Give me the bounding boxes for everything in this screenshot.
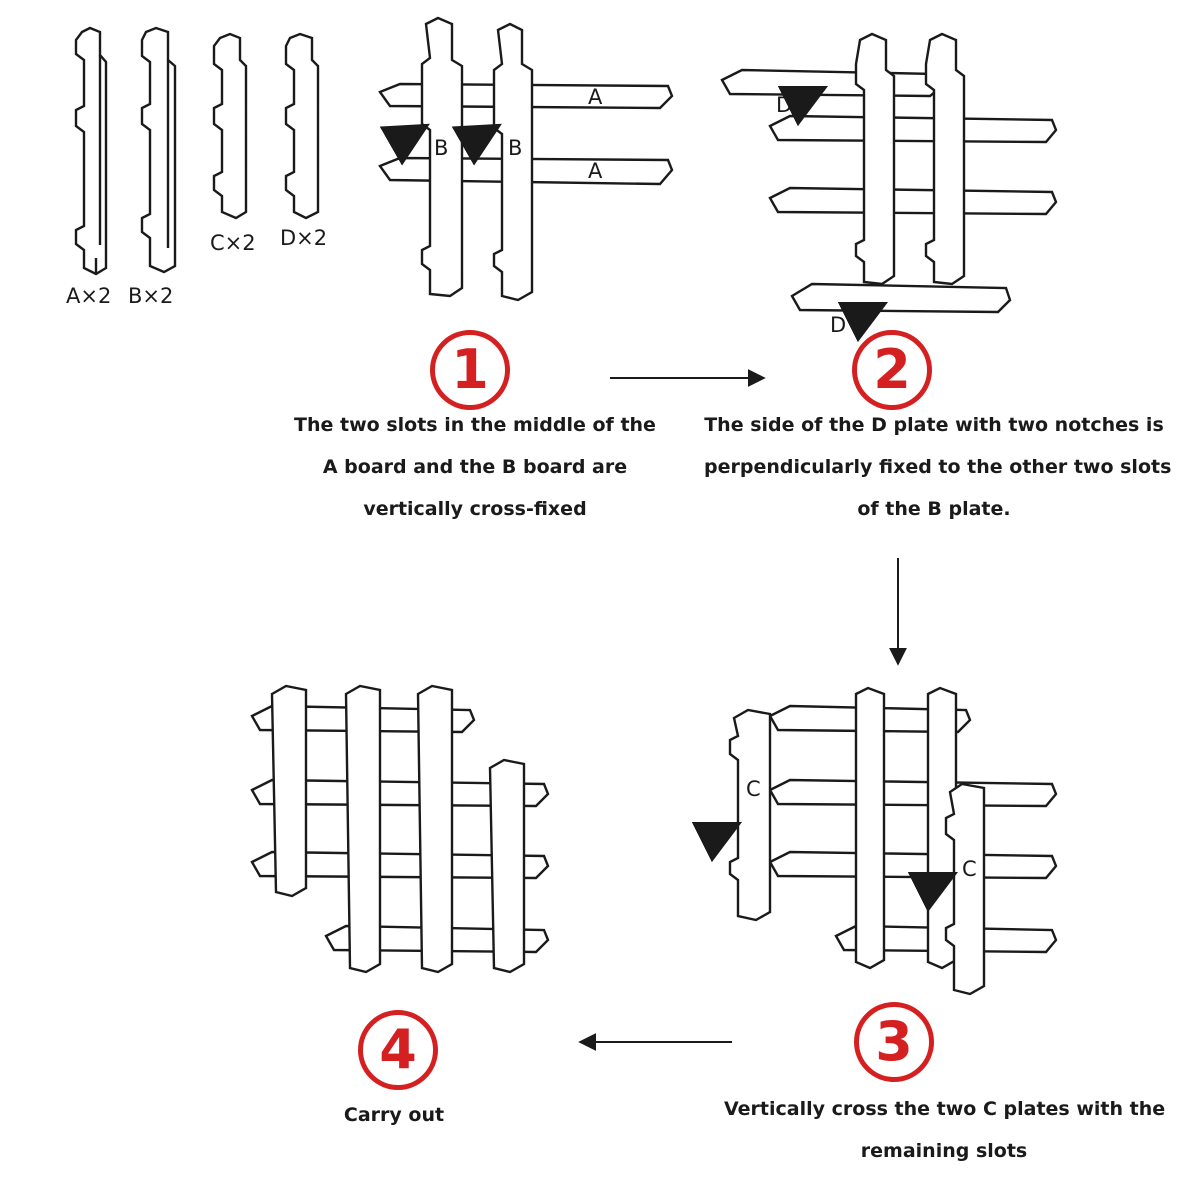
part-d-board (284, 32, 320, 220)
step-3-badge: 3 (854, 1002, 934, 1082)
step-4-caption-line-1: Carry out (343, 1104, 445, 1126)
step-2-caption-line-1: The side of the D plate with two notches… (704, 414, 1164, 436)
step-1-illustration: B B A A (378, 16, 674, 302)
step-2-badge: 2 (852, 330, 932, 410)
step-3-tag-c-left: C (746, 777, 761, 801)
step-2-illustration: D D (720, 32, 1058, 343)
parts-illustration: A×2 B×2 C×2 D×2 (66, 26, 327, 308)
step-3-caption-line-1: Vertically cross the two C plates with t… (724, 1098, 1166, 1120)
step-2-tag-d-bottom: D (830, 313, 846, 337)
part-label-b: B×2 (128, 284, 173, 308)
step-1-caption-line-3: vertically cross-fixed (363, 498, 587, 520)
step-2-tag-d-top: D (776, 93, 792, 117)
step-1-caption: The two slots in the middle of the A boa… (270, 404, 680, 530)
step-4-badge: 4 (358, 1010, 438, 1090)
step-3-tag-c-right: C (962, 857, 977, 881)
step-4-caption: Carry out (294, 1094, 494, 1136)
part-label-c: C×2 (210, 231, 256, 255)
step-3-illustration: C C (691, 686, 1058, 996)
part-label-a: A×2 (66, 284, 111, 308)
part-label-d: D×2 (280, 226, 327, 250)
step-1-tag-b-left: B (434, 136, 448, 160)
step-1-tag-a-top: A (588, 85, 603, 109)
step-1-tag-b-right: B (508, 136, 522, 160)
step-1-caption-line-2: A board and the B board are (322, 456, 628, 478)
step-3-caption: Vertically cross the two C plates with t… (724, 1088, 1166, 1172)
step-3-caption-line-2: remaining slots (860, 1140, 1028, 1162)
part-b-board (140, 26, 177, 274)
step-1-caption-line-1: The two slots in the middle of the (294, 414, 656, 436)
part-a-board (74, 26, 108, 276)
step-2-caption-line-3: of the B plate. (857, 498, 1011, 520)
step-1-tag-a-bottom: A (588, 159, 603, 183)
part-c-board (212, 32, 248, 220)
step-4-illustration (250, 684, 550, 974)
step-1-badge: 1 (430, 330, 510, 410)
step-2-caption: The side of the D plate with two notches… (704, 404, 1172, 530)
step-2-caption-line-2: perpendicularly fixed to the other two s… (704, 456, 1172, 478)
